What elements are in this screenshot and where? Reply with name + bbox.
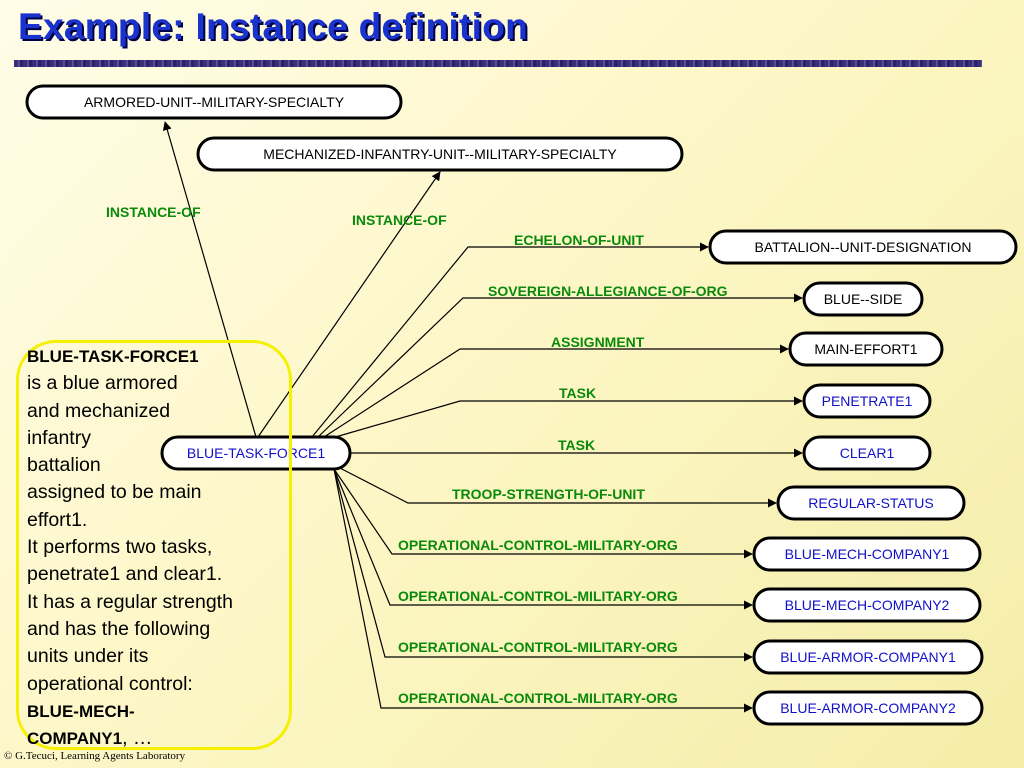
edge-sovereign-allegiance: [317, 293, 803, 438]
edge-opcon-mech1: [333, 468, 753, 559]
edge-label-instance-of-2: INSTANCE-OF: [352, 212, 447, 228]
node-blue-mech-company1: [752, 536, 982, 572]
node-label-blue-mech-company1: BLUE-MECH-COMPANY1: [785, 546, 950, 562]
edge-label-assignment: ASSIGNMENT: [551, 334, 645, 350]
node-regular-status: [776, 485, 966, 521]
edge-instance-of-armored: [162, 121, 257, 438]
edge-task-penetrate: [331, 396, 803, 439]
node-penetrate1: [802, 383, 932, 419]
description-text: BLUE-TASK-FORCE1 is a blue armored and m…: [27, 343, 289, 752]
desc-subject: BLUE-TASK-FORCE1: [27, 347, 199, 366]
node-label-blue-armor-company1: BLUE-ARMOR-COMPANY1: [780, 649, 956, 665]
desc-line: and has the following: [27, 617, 211, 640]
desc-unit-part-b: COMPANY1: [27, 729, 123, 749]
node-clear1: [802, 435, 932, 471]
edge-troop-strength: [335, 465, 777, 508]
desc-line: operational control:: [27, 672, 193, 695]
node-blue-armor-company2: [752, 690, 984, 726]
node-label-blue-armor-company2: BLUE-ARMOR-COMPANY2: [780, 700, 956, 716]
edge-label-troop-strength: TROOP-STRENGTH-OF-UNIT: [452, 486, 645, 502]
node-blue-mech-company2: [752, 587, 982, 623]
node-blue-task-force1: [160, 435, 352, 471]
edge-label-opcon-2: OPERATIONAL-CONTROL-MILITARY-ORG: [398, 588, 678, 604]
node-blue-armor-company1: [752, 639, 984, 675]
edge-opcon-armor1: [333, 468, 753, 662]
desc-line: units under its: [27, 645, 149, 668]
footer-copyright: © G.Tecuci, Learning Agents Laboratory: [4, 750, 186, 762]
slide-title: Example: Instance definition: [18, 6, 529, 47]
edge-label-opcon-3: OPERATIONAL-CONTROL-MILITARY-ORG: [398, 639, 678, 655]
edge-label-echelon-of-unit: ECHELON-OF-UNIT: [514, 232, 644, 248]
desc-line: is a blue armored: [27, 372, 178, 395]
node-label-regular-status: REGULAR-STATUS: [808, 495, 934, 511]
edge-instance-of-mechanized: [257, 171, 441, 438]
node-label-armored-unit-specialty: ARMORED-UNIT--MILITARY-SPECIALTY: [84, 94, 345, 110]
node-blue-side: [802, 281, 924, 317]
edge-label-opcon-1: OPERATIONAL-CONTROL-MILITARY-ORG: [398, 537, 678, 553]
desc-line: infantry: [27, 426, 91, 449]
node-label-mechanized-infantry-specialty: MECHANIZED-INFANTRY-UNIT--MILITARY-SPECI…: [263, 146, 617, 162]
node-battalion-designation: [708, 229, 1018, 265]
edge-label-sovereign-allegiance: SOVEREIGN-ALLEGIANCE-OF-ORG: [488, 283, 728, 299]
desc-line: assigned to be main: [27, 481, 202, 504]
desc-line: It performs two tasks,: [27, 536, 213, 559]
node-main-effort1: [788, 331, 944, 367]
desc-line: penetrate1 and clear1.: [27, 563, 223, 586]
edge-label-task-2: TASK: [558, 437, 595, 453]
desc-ellipsis: , …: [122, 727, 153, 750]
edge-opcon-mech2: [333, 468, 753, 610]
desc-unit-part-a: BLUE-MECH-: [27, 701, 135, 721]
node-label-clear1: CLEAR1: [840, 445, 895, 461]
node-label-main-effort1: MAIN-EFFORT1: [814, 341, 917, 357]
desc-line: battalion: [27, 454, 101, 477]
node-label-blue-mech-company2: BLUE-MECH-COMPANY2: [785, 597, 950, 613]
edge-label-opcon-4: OPERATIONAL-CONTROL-MILITARY-ORG: [398, 690, 678, 706]
node-armored-unit-specialty: [25, 84, 403, 120]
desc-line: It has a regular strength: [27, 590, 233, 613]
edge-label-task-1: TASK: [559, 385, 596, 401]
node-label-penetrate1: PENETRATE1: [822, 393, 913, 409]
title-underline: [14, 60, 982, 67]
description-highlight-box: [16, 340, 292, 750]
edge-label-instance-of-1: INSTANCE-OF: [106, 204, 201, 220]
edge-assignment: [323, 344, 789, 438]
edge-opcon-armor2: [333, 468, 753, 713]
node-mechanized-infantry-specialty: [196, 136, 684, 172]
desc-line: and mechanized: [27, 399, 171, 422]
desc-line: effort1.: [27, 508, 88, 531]
edge-echelon-of-unit: [311, 242, 709, 438]
node-label-battalion-designation: BATTALION--UNIT-DESIGNATION: [754, 239, 971, 255]
node-label-blue-side: BLUE--SIDE: [824, 291, 903, 307]
